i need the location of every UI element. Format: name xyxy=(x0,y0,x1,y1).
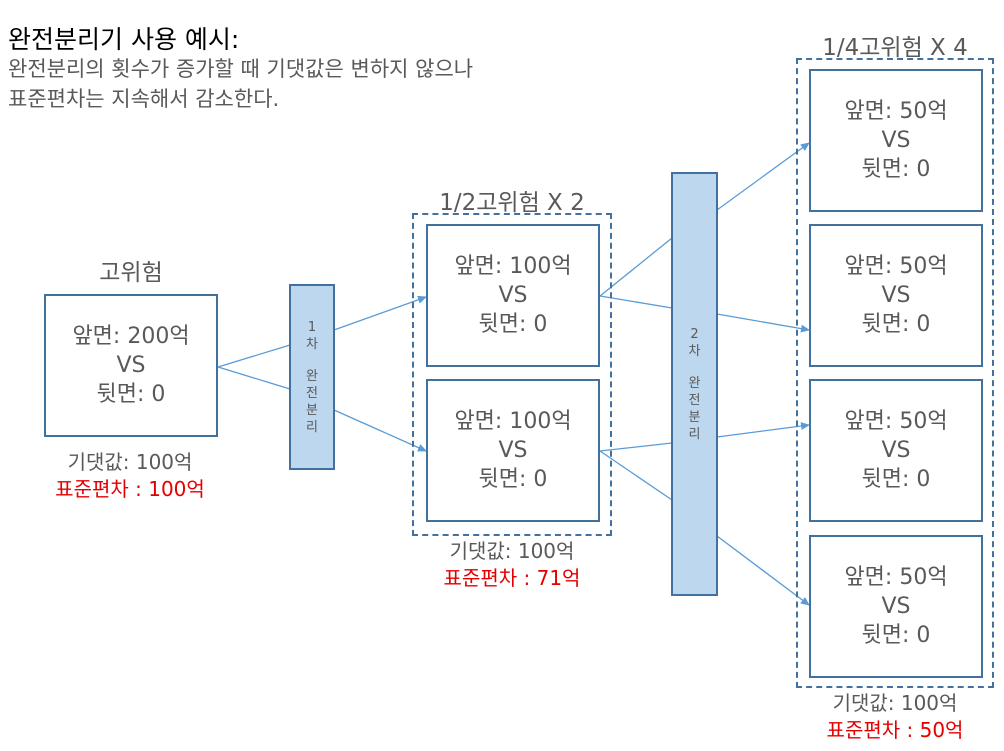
back-value: 뒷면: 0 xyxy=(861,312,931,337)
split-char: 완 xyxy=(688,375,701,391)
standard-deviation: 표준편차 : 71억 xyxy=(443,566,581,590)
stage0-label: 고위험 xyxy=(99,260,163,286)
connector-arrow xyxy=(716,142,810,211)
front-value: 앞면: 50억 xyxy=(844,254,948,279)
split-char: 리 xyxy=(306,419,318,435)
risk-box: 앞면: 200억 VS 뒷면: 0 xyxy=(44,294,218,437)
back-value: 뒷면: 0 xyxy=(861,623,931,648)
risk-box: 앞면: 50억 VS 뒷면: 0 xyxy=(809,69,983,212)
connector-line xyxy=(599,450,673,501)
vs-label: VS xyxy=(116,353,146,378)
connector-arrow xyxy=(333,295,427,331)
back-value: 뒷면: 0 xyxy=(478,467,548,492)
expected-value: 기댓값: 100억 xyxy=(832,691,958,715)
split-bar-2: 2 차 완 전 분 리 xyxy=(671,172,718,596)
front-value: 앞면: 50억 xyxy=(844,99,948,124)
diagram-description: 완전분리의 횟수가 증가할 때 기댓값은 변하지 않으나 표준편차는 지속해서 … xyxy=(8,54,473,114)
front-value: 앞면: 50억 xyxy=(844,565,948,590)
standard-deviation: 표준편차 : 50억 xyxy=(826,718,964,742)
back-value: 뒷면: 0 xyxy=(96,382,166,407)
connector-line xyxy=(599,237,673,297)
front-value: 앞면: 50억 xyxy=(844,409,948,434)
split-bar-1: 1 차 완 전 분 리 xyxy=(289,284,335,470)
description-line-2: 표준편차는 지속해서 감소한다. xyxy=(8,87,280,111)
vs-label: VS xyxy=(881,128,911,153)
diagram-title: 완전분리기 사용 예시: xyxy=(8,25,240,54)
risk-box: 앞면: 50억 VS 뒷면: 0 xyxy=(809,535,983,678)
vs-label: VS xyxy=(881,594,911,619)
connector-line xyxy=(217,366,291,390)
stage2-group xyxy=(796,58,994,688)
front-value: 앞면: 100억 xyxy=(454,409,572,434)
vs-label: VS xyxy=(881,283,911,308)
split-char: 완 xyxy=(306,368,318,384)
front-value: 앞면: 200억 xyxy=(72,324,190,349)
connector-line xyxy=(217,344,291,368)
split-char: 전 xyxy=(306,385,318,401)
risk-box: 앞면: 50억 VS 뒷면: 0 xyxy=(809,224,983,367)
risk-box: 앞면: 50억 VS 뒷면: 0 xyxy=(809,379,983,522)
stage1-stats: 기댓값: 100억 표준편차 : 71억 xyxy=(412,538,612,592)
connector-line xyxy=(599,295,673,309)
split-char: 분 xyxy=(306,402,318,418)
vs-label: VS xyxy=(498,283,528,308)
stage1-label: 1/2고위험 X 2 xyxy=(439,190,585,216)
risk-box: 앞면: 100억 VS 뒷면: 0 xyxy=(426,224,600,367)
connector-arrow xyxy=(716,313,810,333)
vs-label: VS xyxy=(881,438,911,463)
split-char: 리 xyxy=(688,426,701,442)
stage2-stats: 기댓값: 100억 표준편차 : 50억 xyxy=(796,690,994,744)
connector-arrow xyxy=(716,422,810,438)
stage0-stats: 기댓값: 100억 표준편차 : 100억 xyxy=(30,449,230,503)
connector-line xyxy=(599,442,673,452)
back-value: 뒷면: 0 xyxy=(861,467,931,492)
split-char: 분 xyxy=(688,409,701,425)
back-value: 뒷면: 0 xyxy=(861,157,931,182)
stage2-label: 1/4고위험 X 4 xyxy=(822,35,968,61)
standard-deviation: 표준편차 : 100억 xyxy=(55,477,205,501)
stage1-group xyxy=(412,213,612,536)
expected-value: 기댓값: 100억 xyxy=(67,450,193,474)
split-char: 차 xyxy=(688,343,701,359)
connector-arrow xyxy=(716,535,810,606)
front-value: 앞면: 100억 xyxy=(454,254,572,279)
description-line-1: 완전분리의 횟수가 증가할 때 기댓값은 변하지 않으나 xyxy=(8,57,474,81)
connector-arrow xyxy=(333,409,427,452)
split-char: 전 xyxy=(688,392,701,408)
vs-label: VS xyxy=(498,438,528,463)
expected-value: 기댓값: 100억 xyxy=(449,539,575,563)
risk-box: 앞면: 100억 VS 뒷면: 0 xyxy=(426,379,600,522)
split-number: 2 xyxy=(690,326,699,342)
split-number: 1 xyxy=(307,319,317,335)
split-char: 차 xyxy=(306,336,318,352)
back-value: 뒷면: 0 xyxy=(478,312,548,337)
